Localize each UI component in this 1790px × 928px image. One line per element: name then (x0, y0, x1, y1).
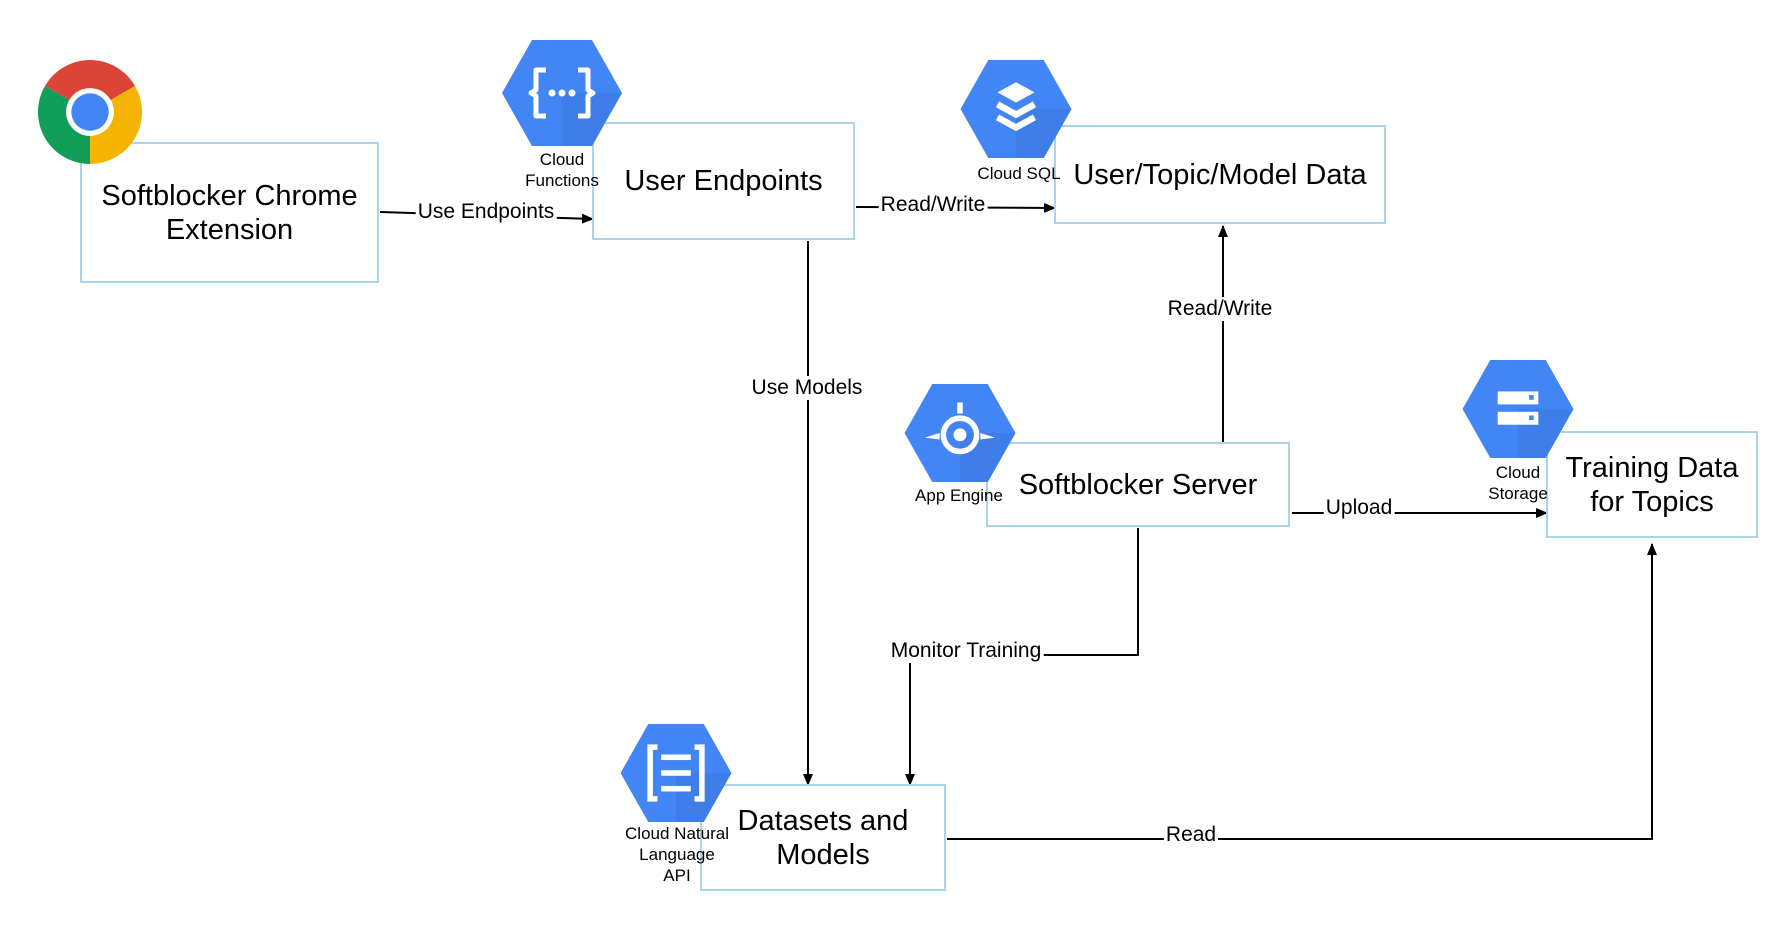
label-upload: Upload (1323, 496, 1395, 520)
label-read-write-1: Read/Write (878, 193, 988, 217)
cloud-functions-label: Cloud Functions (525, 150, 599, 190)
natural-language-label: Cloud Natural Language API (625, 824, 729, 885)
node-user-topic-model-data: User/Topic/Model Data (1054, 125, 1386, 224)
cloud-storage-icon (1462, 360, 1574, 458)
node-softblocker-server: Softblocker Server (986, 442, 1290, 527)
cloud-sql-label: Cloud SQL (977, 164, 1061, 183)
label-read-write-2: Read/Write (1165, 297, 1275, 321)
edge-read (947, 543, 1657, 840)
app-engine-icon (904, 384, 1016, 482)
cloud-storage-label: Cloud Storage (1488, 463, 1548, 503)
cloud-sql-icon (960, 60, 1072, 158)
label-use-models: Use Models (749, 376, 865, 400)
app-engine-label: App Engine (915, 486, 1003, 505)
node-datasets-models: Datasets and Models (700, 784, 946, 891)
label-read: Read (1163, 823, 1219, 847)
label-monitor-training: Monitor Training (888, 639, 1044, 663)
node-chrome-extension: Softblocker Chrome Extension (80, 142, 379, 283)
label-use-endpoints: Use Endpoints (415, 200, 557, 224)
node-user-endpoints: User Endpoints (592, 122, 855, 240)
natural-language-icon (620, 724, 732, 822)
cloud-functions-icon (502, 40, 622, 146)
chrome-icon (38, 60, 142, 164)
node-training-data: Training Data for Topics (1546, 431, 1758, 538)
